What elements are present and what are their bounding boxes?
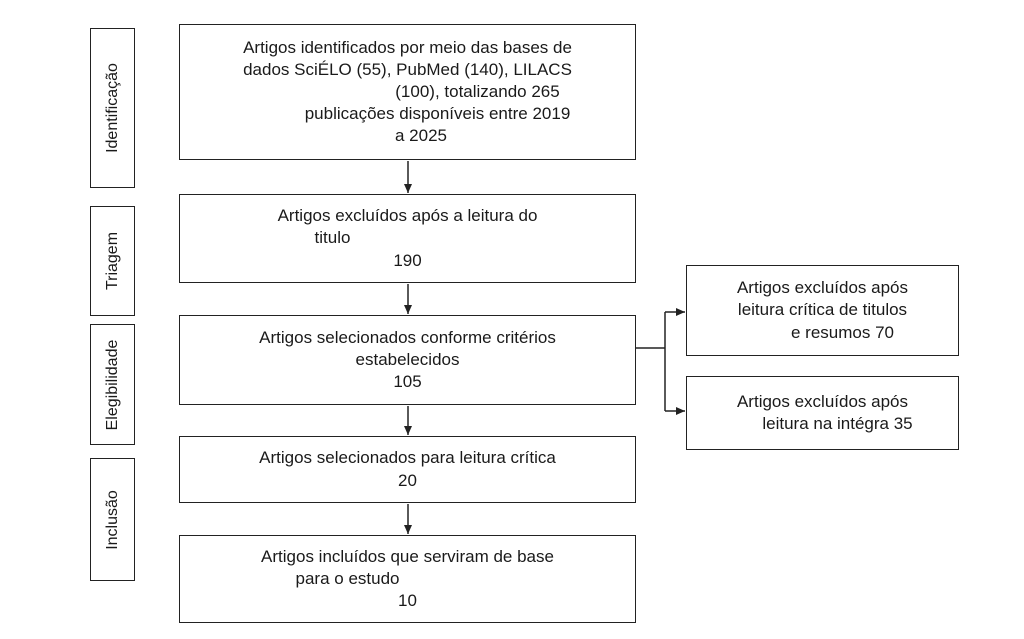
box-excluded-abstracts-line-3: e resumos 70 (791, 322, 894, 342)
box-excluded-fulltext-line-2: leitura na intégra 35 (762, 414, 913, 433)
box-excluded-abstracts-line-2: leitura crítica de titulos (737, 300, 908, 320)
box-selected-criteria-line-2: estabelecidos (355, 349, 460, 369)
box-identified-line-4: publicações disponíveis entre 2019 (304, 104, 571, 124)
stage-elegibilidade: Elegibilidade (90, 324, 135, 445)
box-identified-line-1: Artigos identificados por meio das bases… (243, 37, 572, 57)
box-excluded-title-line-1: Artigos excluídos após a leitura do (277, 206, 538, 226)
box-excluded-abstracts: Artigos excluídos após leitura crítica d… (686, 265, 959, 356)
box-included: Artigos incluídos que serviram de base p… (179, 535, 636, 623)
stage-triagem: Triagem (90, 206, 135, 316)
stage-identificacao: Identificação (90, 28, 135, 188)
box-identified-line-5: a 2025 (395, 126, 447, 146)
box-excluded-abstracts-line-1: Artigos excluídos após (736, 278, 909, 298)
box-included-line-2: para o estudo (295, 568, 400, 588)
box-excluded-title-line-2: titulo (314, 228, 351, 248)
box-excluded-fulltext: Artigos excluídos após leitura na intégr… (686, 376, 959, 450)
box-included-count: 10 (398, 591, 417, 611)
box-selected-reading-count: 20 (398, 470, 417, 490)
box-identified: Artigos identificados por meio das bases… (179, 24, 636, 160)
box-selected-reading-line-1: Artigos selecionados para leitura crític… (259, 448, 556, 468)
stage-inclusao: Inclusão (90, 458, 135, 581)
box-identified-line-3: (100), totalizando 265 (395, 81, 560, 101)
box-selected-criteria-line-1: Artigos selecionados conforme critérios (259, 327, 556, 347)
box-excluded-fulltext-line-1: Artigos excluídos após (736, 391, 909, 411)
box-identified-line-2: dados SciÉLO (55), PubMed (140), LILACS (243, 59, 572, 79)
box-selected-reading: Artigos selecionados para leitura crític… (179, 436, 636, 503)
box-selected-criteria-count: 105 (393, 372, 422, 392)
box-selected-criteria: Artigos selecionados conforme critérios … (179, 315, 636, 405)
box-excluded-title: Artigos excluídos após a leitura do titu… (179, 194, 636, 283)
box-included-line-1: Artigos incluídos que serviram de base (261, 546, 554, 566)
box-excluded-title-count: 190 (393, 250, 422, 270)
